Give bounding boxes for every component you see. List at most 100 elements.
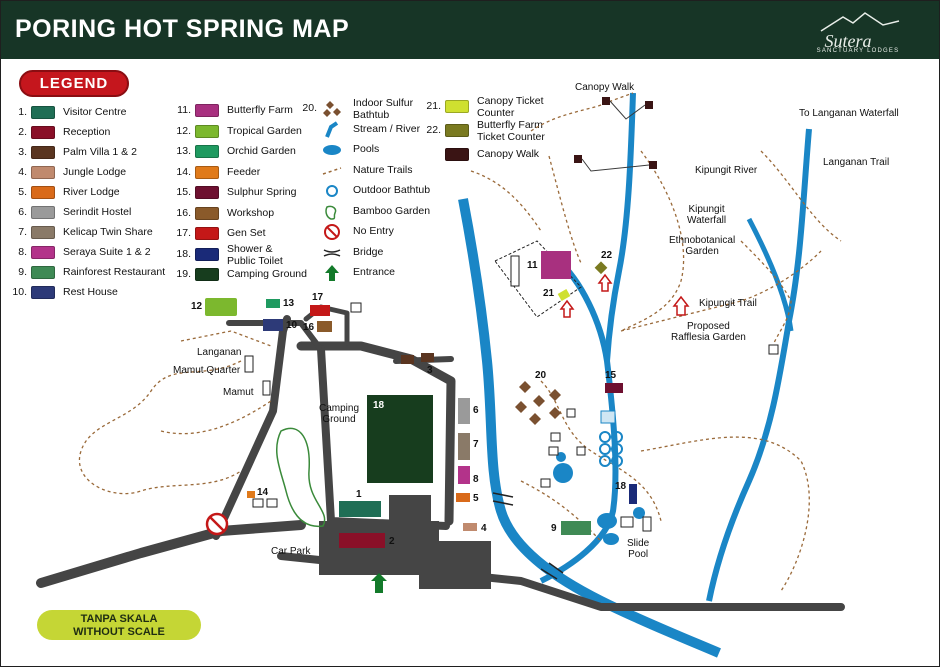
legend-number: 5. — [18, 186, 27, 198]
legend-number: 3. — [18, 146, 27, 158]
gen-set-17 — [310, 305, 330, 316]
legend-swatch — [195, 124, 219, 138]
map-number-18b: 18 — [615, 481, 627, 492]
legend-swatch — [31, 106, 55, 119]
palm-villa-3b — [421, 353, 434, 362]
scale-note: TANPA SKALA WITHOUT SCALE — [37, 610, 201, 640]
legend-label: Butterfly Farm — [227, 104, 293, 116]
map-number-16: 16 — [303, 322, 315, 333]
reception-2 — [339, 533, 385, 548]
serindit-hostel-6 — [458, 398, 470, 424]
legend-number: 20. — [302, 102, 317, 114]
map-number-9: 9 — [551, 523, 557, 534]
header-bar: PORING HOT SPRING MAP Sutera SANCTUARY L… — [1, 1, 939, 59]
river-canopy — [604, 92, 636, 362]
bamboo-garden-outline — [275, 427, 326, 527]
map-number-7: 7 — [473, 439, 479, 450]
legend-label: Kelicap Twin Share — [63, 226, 153, 238]
legend-label: Jungle Lodge — [63, 166, 127, 178]
legend-swatch — [31, 186, 55, 199]
legend-number: 2. — [18, 126, 27, 138]
legend-number: 18. — [176, 247, 191, 260]
legend-heading: LEGEND — [19, 70, 129, 97]
legend-number: 15. — [176, 186, 191, 198]
legend-label: Sulphur Spring — [227, 186, 297, 198]
map-number-17: 17 — [312, 292, 324, 303]
mountain-logo-icon — [820, 12, 900, 32]
river-main — [458, 198, 721, 658]
legend-swatch — [31, 226, 55, 239]
legend-number: 19. — [176, 268, 191, 280]
rainforest-restaurant-9 — [561, 521, 591, 535]
legend-number: 14. — [176, 165, 191, 178]
legend-label: Nature Trails — [353, 163, 413, 176]
butterfly-farm-enclosure — [494, 240, 582, 318]
bamboo-garden-icon — [325, 205, 337, 220]
legend-label: Canopy Walk — [477, 148, 540, 160]
label-kipungit-river: Kipungit River — [695, 165, 758, 176]
pools — [553, 410, 645, 545]
legend-number: 4. — [18, 166, 27, 178]
legend-label: Seraya Suite 1 & 2 — [63, 246, 151, 258]
legend-swatch — [31, 166, 55, 179]
outdoor-bathtubs — [599, 431, 623, 467]
map-number-15: 15 — [605, 370, 617, 381]
legend-swatch — [445, 124, 469, 137]
legend-number: 21. — [426, 100, 441, 112]
river-kipungit — [539, 256, 619, 584]
legend-number: 12. — [176, 124, 191, 137]
entrance-arrow-icon — [371, 573, 387, 593]
legend-label: Rainforest Restaurant — [63, 266, 166, 278]
indoor-sulfur-bathtubs — [515, 381, 561, 425]
legend-label: Entrance — [353, 266, 396, 278]
car-park-block-2 — [419, 541, 491, 589]
entry-arrows — [559, 273, 690, 318]
palm-villa-3a — [401, 355, 414, 364]
legend-swatch — [195, 165, 219, 179]
legend-label: Serindit Hostel — [63, 206, 132, 218]
legend-swatch — [195, 227, 219, 240]
legend-swatch — [31, 286, 55, 299]
legend-swatch — [445, 100, 469, 113]
label-kipungit-trail: Kipungit Trail — [699, 298, 757, 309]
label-rafflesia-garden: Proposed Rafflesia Garden — [671, 321, 746, 343]
legend-swatch — [195, 186, 219, 199]
scale-note-english: WITHOUT SCALE — [73, 626, 165, 638]
river-lodge-5 — [456, 493, 470, 502]
legend-label: Outdoor Bathtub — [353, 184, 431, 196]
label-ethnobotanical-garden: Ethnobotanical Garden — [669, 235, 736, 257]
map-number-6: 6 — [473, 405, 479, 416]
legend-label: Palm Villa 1 & 2 — [63, 146, 137, 158]
brand-name: Sutera — [824, 31, 872, 51]
map-number-4: 4 — [481, 523, 487, 534]
map-number-10: 10 — [286, 320, 298, 331]
legend-number: 16. — [176, 206, 191, 219]
label-canopy-walk: Canopy Walk — [575, 82, 635, 93]
label-car-park: Car Park — [271, 546, 311, 557]
bridge-icon — [323, 248, 341, 257]
map-number-18a: 18 — [373, 400, 385, 411]
legend-number: 6. — [18, 206, 27, 218]
hex-cluster-icon — [323, 101, 341, 117]
legend-label: Rest House — [63, 286, 118, 298]
label-langanan-waterfall: To Langanan Waterfall — [799, 108, 899, 119]
map-number-2: 2 — [389, 536, 395, 547]
bridges — [492, 492, 564, 580]
orchid-garden-13 — [266, 299, 280, 308]
legend-label: Gen Set — [227, 227, 266, 239]
camping-ground — [367, 395, 433, 483]
map-number-12: 12 — [191, 301, 203, 312]
kelicap-twin-share-7 — [458, 433, 470, 460]
legend-swatch — [195, 268, 219, 281]
legend-label: Pools — [353, 143, 380, 155]
legend-label: Orchid Garden — [227, 145, 296, 157]
legend-label: No Entry — [353, 225, 394, 237]
legend-label: Stream / River — [353, 122, 421, 135]
butterfly-farm-building — [541, 251, 571, 279]
shower-toilet-18b — [629, 484, 637, 504]
map-number-14: 14 — [257, 487, 269, 498]
no-entry-icon — [324, 224, 340, 240]
legend-label: Feeder — [227, 165, 261, 178]
legend-label: Shower & Public Toilet — [227, 242, 283, 267]
legend-number: 1. — [18, 106, 27, 118]
